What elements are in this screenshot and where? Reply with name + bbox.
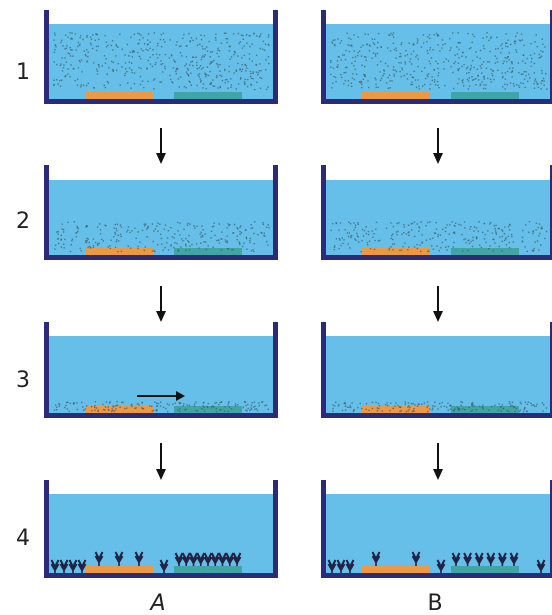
tank-wall [321,322,552,418]
orange-pad [85,92,153,99]
row-label-1: 1 [16,60,30,85]
tank-r2-b [321,165,552,260]
y-shaped-larva-icon [451,552,461,566]
tank-wall [44,480,278,578]
orange-pad [362,566,430,573]
row-label-2: 2 [16,209,30,234]
particles [332,401,548,413]
orange-pad [362,406,430,413]
y-shaped-larva-icon [189,552,198,566]
y-shaped-larva-icon [210,552,220,566]
water [326,336,550,413]
water [49,336,273,413]
tank-r3-a [44,322,278,418]
row-label-3: 3 [16,368,30,393]
y-shaped-larva-icon [336,559,346,573]
teal-pad [174,248,242,255]
y-shaped-larva-icon [232,552,242,566]
y-shaped-larva-icon [509,552,519,566]
particles [330,32,548,90]
column-label-a: A [148,591,165,615]
tank-r2-a [44,165,278,260]
y-shaped-larva-icon [327,559,337,573]
y-shaped-larva-icon [77,559,87,573]
y-shaped-larva-icon [536,559,546,573]
tank-wall [44,10,278,104]
tank-wall [321,10,552,104]
down-arrow-icon [156,128,166,164]
y-shaped-larva-icon [498,552,507,566]
teal-pad [451,406,519,413]
orange-pad [85,566,153,573]
y-shaped-larva-icon [174,552,184,566]
y-shaped-larva-icon [436,559,446,573]
organisms [50,551,242,573]
tank-wall [321,165,552,260]
y-shaped-larva-icon [196,552,206,566]
labels-layer: 1 2 3 4 A B [16,60,443,615]
tank-r1-a [44,10,278,104]
orange-pad [362,248,430,255]
down-arrow-icon [156,286,166,322]
particles [53,401,269,413]
y-shaped-larva-icon [94,551,104,566]
y-shaped-larva-icon [463,552,472,566]
y-shaped-larva-icon [134,551,144,566]
column-label-b: B [427,591,442,615]
teal-pad [174,406,242,413]
y-shaped-larva-icon [59,559,69,573]
tank-wall [44,165,278,260]
y-shaped-larva-icon [411,551,421,566]
water [326,180,550,255]
y-shaped-larva-icon [114,551,124,566]
y-shaped-larva-icon [218,552,227,566]
teal-pad [174,92,242,99]
y-shaped-larva-icon [486,552,496,566]
teal-pad [451,566,519,573]
down-arrow-icon [156,443,166,480]
tank-r1-b [321,10,552,104]
down-arrow-icon [433,443,443,480]
y-shaped-larva-icon [68,559,78,573]
teal-pad [451,92,519,99]
tank-wall [44,322,278,418]
organisms [327,551,546,573]
down-arrow-icon [433,286,443,322]
orange-pad [85,406,153,413]
tank-r3-b [321,322,552,418]
orange-pad [85,248,153,255]
y-shaped-larva-icon [474,552,484,566]
teal-pad [451,248,519,255]
y-shaped-larva-icon [371,551,381,566]
tank-r4-a [44,480,278,578]
particles [330,221,548,253]
teal-pad [174,566,242,573]
y-shaped-larva-icon [181,552,191,566]
tanks-layer [44,10,552,578]
tank-r4-b [321,480,552,578]
y-shaped-larva-icon [345,559,355,573]
particles [53,32,270,91]
tank-wall [321,480,552,578]
row-label-4: 4 [16,526,30,551]
y-shaped-larva-icon [50,559,60,573]
particles [54,221,270,253]
y-shaped-larva-icon [159,559,169,573]
orange-pad [362,92,430,99]
y-shaped-larva-icon [203,552,213,566]
arrows-layer [156,128,443,480]
y-shaped-larva-icon [225,552,235,566]
right-arrow-icon [137,391,185,401]
down-arrow-icon [433,128,443,164]
